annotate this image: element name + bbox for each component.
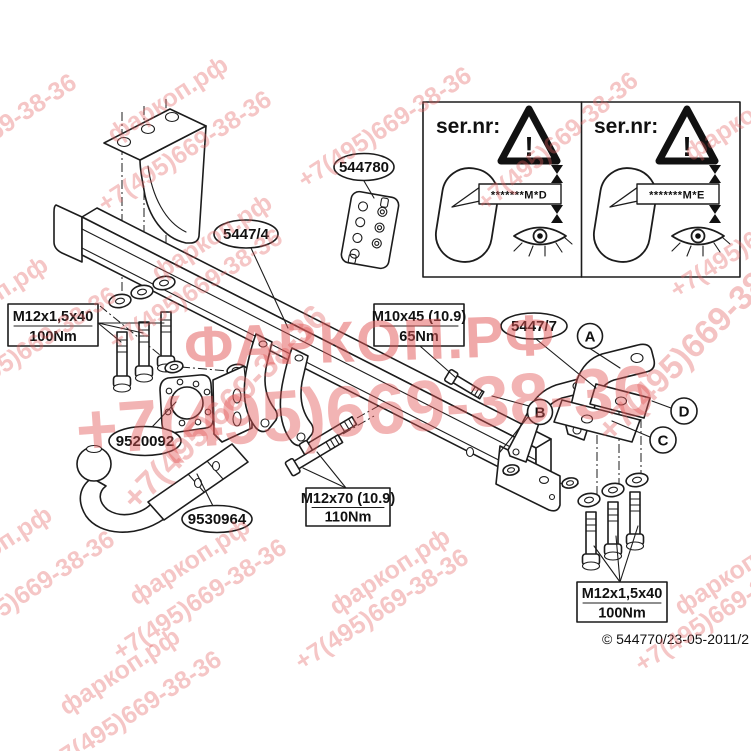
ball-mount (76, 443, 249, 533)
torque-box-m10: M10x45 (10.9) 65Nm (372, 303, 466, 347)
callout-d: D (670, 397, 698, 425)
right-washers (577, 472, 649, 508)
sernr-panel-right: ser.nr: ! *******M*E (592, 105, 731, 263)
eye-icon (671, 226, 731, 257)
serial-sticker-tag: *******M*D (451, 165, 563, 223)
m10-bolt (444, 369, 485, 400)
callout-letter: C (658, 433, 669, 450)
bolt-size: M12x70 (10.9) (301, 491, 395, 507)
sernr-label: ser.nr: (594, 115, 658, 138)
sernr-panel-left: ser.nr: ! *******M*D (434, 105, 573, 263)
serial-number-panels: ser.nr: ! *******M*D (422, 101, 741, 278)
callout-letter: A (585, 329, 596, 346)
part-label-flange-plate: 9520092 (108, 425, 182, 457)
crossbeam (53, 204, 561, 512)
eye-icon (513, 226, 573, 257)
warning-triangle-icon: ! (497, 105, 561, 165)
right-bolts (581, 491, 645, 571)
fixings-plate (340, 190, 400, 270)
part-number: 9530964 (188, 511, 247, 528)
part-label-fixings-bag: 544780 (333, 152, 395, 182)
m12x70-bolts (284, 415, 358, 477)
bracket-flange (103, 108, 207, 161)
beam-end-bracket (495, 445, 561, 512)
flange-plate (159, 374, 214, 434)
spacer-plate-d (589, 383, 651, 419)
part-number: 5447/4 (223, 226, 270, 243)
right-nuts (502, 464, 579, 489)
bolt-size: M12x1,5x40 (13, 309, 94, 325)
callout-letter: B (535, 405, 546, 422)
leader-lines (97, 180, 672, 583)
serial-code: *******M*D (491, 190, 547, 202)
serial-sticker-tag: *******M*E (609, 165, 721, 223)
left-side-bracket (103, 108, 207, 244)
torque-box-left: M12x1,5x40 100Nm (7, 303, 99, 347)
part-number: 9520092 (116, 433, 174, 450)
warning-exclamation: ! (524, 131, 533, 162)
copyright-note: © 544770/23-05-2011/2 (602, 631, 749, 647)
callout-letter: D (679, 404, 690, 421)
part-label-crossbeam: 5447/4 (213, 219, 279, 249)
torque-box-m12x70: M12x70 (10.9) 110Nm (301, 487, 395, 527)
pointer-bowtie-bottom (709, 205, 721, 223)
part-number: 544780 (339, 159, 389, 176)
part-label-side-arm: 5447/7 (500, 312, 568, 340)
part-label-ball-mount: 9530964 (181, 504, 253, 534)
callout-c: C (649, 426, 677, 454)
warning-exclamation: ! (682, 131, 691, 162)
pointer-bowtie-top (551, 165, 563, 183)
bolt-size: M12x1,5x40 (582, 586, 663, 602)
bolt-size: M10x45 (10.9) (372, 309, 466, 325)
bracket-web (139, 125, 207, 244)
part-number: 5447/7 (511, 318, 557, 335)
torque-box-bottom-right: M12x1,5x40 100Nm (576, 581, 668, 623)
l-bracket (212, 365, 253, 443)
beam-left-endcap (53, 204, 83, 263)
torque-value: 110Nm (325, 510, 372, 526)
callout-b: B (526, 398, 554, 426)
torque-value: 65Nm (399, 329, 439, 345)
pointer-bowtie-top (709, 165, 721, 183)
spacer-plate-c (553, 399, 641, 443)
sernr-label: ser.nr: (436, 115, 500, 138)
left-washers (108, 275, 176, 309)
torque-value: 100Nm (598, 606, 646, 622)
warning-triangle-icon: ! (655, 105, 719, 165)
callout-a: A (576, 322, 604, 350)
torque-value: 100Nm (29, 329, 77, 345)
pointer-bowtie-bottom (551, 205, 563, 223)
serial-code: *******M*E (649, 190, 705, 202)
